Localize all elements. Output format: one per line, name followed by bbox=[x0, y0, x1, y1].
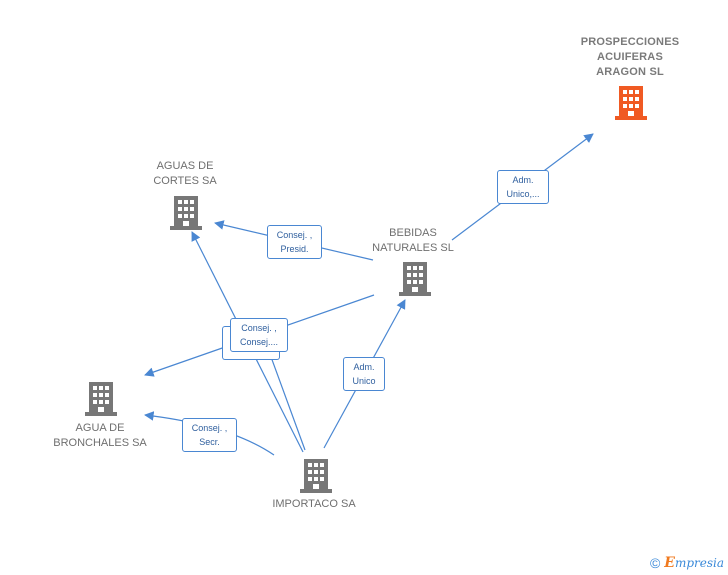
edge-label-importaco-multi[interactable]: Consej. , Consej.... bbox=[230, 318, 288, 352]
edge-importaco-to-bronchales-b bbox=[262, 334, 306, 451]
node-label-bebidas[interactable]: BEBIDAS NATURALES SL bbox=[372, 227, 454, 254]
edge-label-bebidas-cortes[interactable]: Consej. , Presid. bbox=[267, 225, 322, 259]
footer-brand: © Empresia bbox=[650, 555, 724, 571]
building-icon-prospecciones bbox=[615, 86, 647, 120]
node-label-aguas-cortes[interactable]: AGUAS DE CORTES SA bbox=[153, 160, 217, 187]
building-icon-aguas-cortes bbox=[170, 196, 202, 230]
copyright-icon: © bbox=[649, 555, 661, 571]
node-label-prospecciones[interactable]: PROSPECCIONES ACUIFERAS ARAGON SL bbox=[580, 36, 680, 78]
building-icon-bebidas bbox=[399, 262, 431, 296]
node-label-bronchales[interactable]: AGUA DE BRONCHALES SA bbox=[53, 422, 147, 449]
edge-label-importaco-bronchales[interactable]: Consej. , Secr. bbox=[182, 418, 237, 452]
building-icon-bronchales bbox=[85, 382, 117, 416]
edge-label-importaco-bebidas[interactable]: Adm. Unico bbox=[343, 357, 385, 391]
brand-logo: Empresia bbox=[664, 555, 724, 571]
node-label-importaco[interactable]: IMPORTACO SA bbox=[272, 498, 356, 510]
building-icon-importaco bbox=[300, 459, 332, 493]
edge-label-bebidas-prospecciones[interactable]: Adm. Unico,... bbox=[497, 170, 549, 204]
